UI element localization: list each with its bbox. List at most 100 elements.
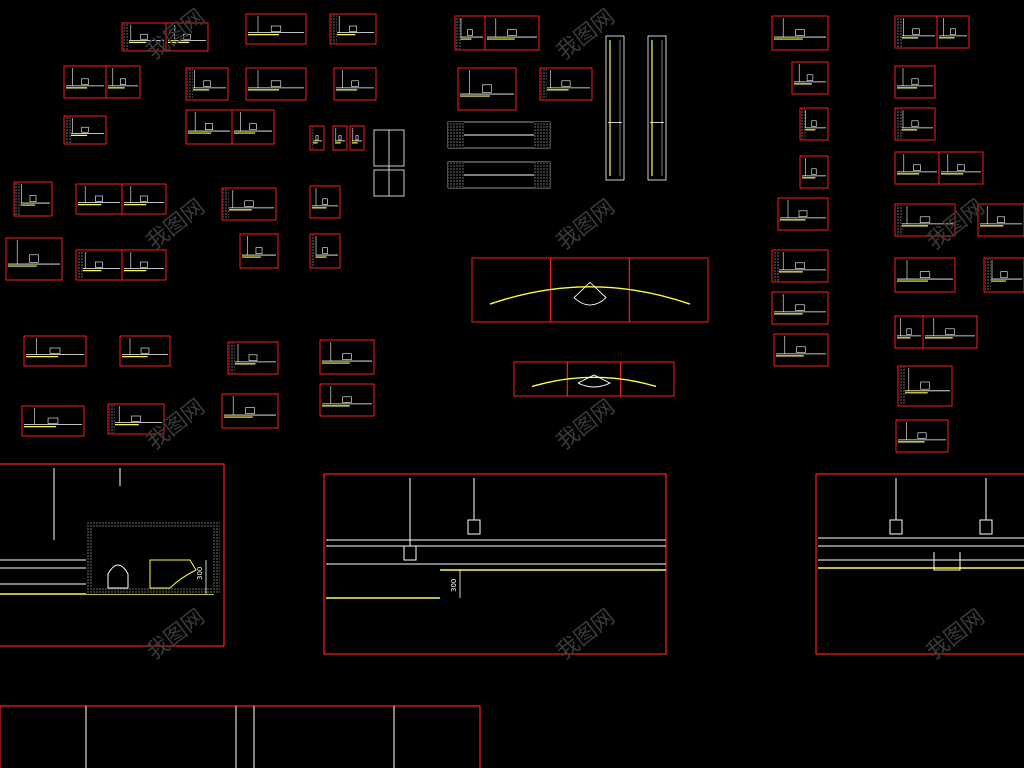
detail-panel-58 — [897, 365, 953, 407]
detail-panel-16 — [13, 181, 53, 217]
wall-hatch — [896, 109, 902, 139]
panel-frame — [332, 125, 348, 151]
wall-hatch — [65, 117, 71, 143]
light-trough-box — [249, 123, 257, 131]
detail-panel-45 — [773, 333, 829, 367]
arch-frame-1 — [513, 361, 568, 397]
wall-hatch — [456, 17, 461, 49]
panel-frame — [983, 257, 1024, 293]
panel-frame — [936, 15, 970, 49]
detail-panel-46 — [894, 15, 938, 49]
arched-ceiling-detail-small — [513, 361, 675, 397]
detail-panel-3 — [245, 13, 307, 45]
light-trough-box — [255, 247, 263, 255]
light-trough-box — [244, 200, 254, 207]
panel-frame — [13, 181, 53, 217]
panel-frame — [245, 13, 307, 45]
watermark-1: 我图网 — [142, 5, 209, 65]
detail-panel-15 — [349, 125, 365, 151]
detail-panel-20 — [309, 185, 341, 219]
panel-frame — [309, 233, 341, 269]
hanger-clip-1 — [403, 545, 417, 561]
column-detail-1 — [605, 35, 625, 181]
panel-frame — [894, 107, 936, 141]
panel-frame — [309, 185, 341, 219]
column-detail-2 — [647, 35, 667, 181]
track-hatch-right — [534, 162, 550, 188]
light-trough-box — [906, 328, 912, 335]
detail-panel-18 — [121, 183, 167, 215]
panel-frame — [319, 339, 375, 375]
light-trough-box — [81, 126, 89, 133]
light-trough-box — [467, 29, 473, 37]
light-trough-box — [811, 120, 817, 127]
detail-panel-27 — [119, 335, 171, 367]
panel-frame — [897, 365, 953, 407]
detail-panel-55 — [983, 257, 1024, 293]
panel-frame — [938, 151, 984, 185]
light-trough-box — [342, 353, 352, 361]
panel-frame — [922, 315, 978, 349]
panel-frame — [5, 237, 63, 281]
dimension-label: 300 — [196, 567, 204, 580]
light-trough-box — [183, 33, 191, 40]
stand-detail — [373, 129, 405, 197]
track-hatch-right — [534, 122, 550, 148]
detail-panel-43 — [771, 249, 829, 283]
track-detail-2 — [447, 161, 551, 189]
panel-frame — [239, 233, 279, 269]
small-detail-panels — [5, 13, 1024, 453]
light-trough-box — [140, 261, 148, 268]
light-trough-box — [911, 120, 919, 127]
panel-frame — [121, 183, 167, 215]
panel-frame — [221, 187, 277, 221]
panel-frame — [23, 335, 87, 367]
panel-frame — [895, 419, 949, 453]
detail-panel-26 — [23, 335, 87, 367]
light-trough-box — [919, 216, 931, 223]
light-trough-box — [912, 28, 920, 35]
detail-panel-29 — [319, 339, 375, 375]
wall-hatch — [541, 69, 547, 99]
wall-hatch — [77, 251, 83, 279]
light-trough-box — [795, 262, 805, 269]
decorative-arch — [107, 564, 129, 589]
wall-hatch — [311, 127, 314, 149]
bottom-frame — [0, 705, 481, 768]
detail-panel-25 — [309, 233, 341, 269]
detail-panel-9 — [333, 67, 377, 101]
panel-frame — [105, 65, 141, 99]
detail-panel-42 — [777, 197, 829, 231]
detail-panel-38 — [771, 15, 829, 51]
detail-panel-8 — [245, 67, 307, 101]
panel-frame — [333, 67, 377, 101]
detail-panel-10 — [63, 115, 107, 145]
light-trough-box — [950, 28, 956, 35]
light-trough-box — [957, 164, 965, 171]
large-detail-1: 300 — [0, 463, 225, 647]
detail-panel-22 — [75, 249, 123, 281]
detail-panel-14 — [332, 125, 348, 151]
light-trough-box — [140, 195, 148, 202]
light-trough-box — [270, 25, 282, 32]
center-joint — [933, 552, 961, 571]
panel-frame — [773, 333, 829, 367]
panel-frame — [165, 22, 209, 52]
panel-frame — [63, 65, 107, 99]
light-trough-box — [95, 261, 103, 268]
wall-hatch — [801, 109, 806, 139]
detail-panel-12 — [231, 109, 275, 145]
column-frame — [647, 35, 667, 181]
panel-frame — [121, 249, 167, 281]
watermark-3: 我图网 — [142, 195, 209, 255]
detail-panel-13 — [309, 125, 325, 151]
light-trough-box — [140, 33, 148, 40]
wall-hatch — [896, 205, 902, 235]
detail-panel-4 — [329, 13, 377, 45]
light-trough-box — [29, 254, 39, 263]
light-trough-box — [920, 381, 930, 390]
detail-panel-49 — [894, 107, 936, 141]
arch-frame-3 — [628, 257, 709, 323]
panel-frame — [63, 115, 107, 145]
